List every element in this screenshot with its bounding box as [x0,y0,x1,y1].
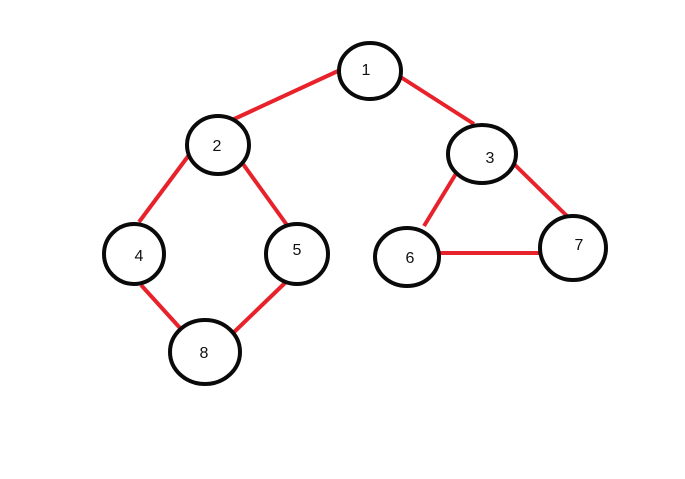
node-label: 7 [575,237,584,254]
node-label: 2 [213,138,222,155]
edge-2-4 [137,153,191,224]
node-1: 1 [337,41,403,101]
node-circle [373,226,441,288]
node-8: 8 [168,318,242,386]
edge-3-7 [511,161,570,219]
node-5: 5 [264,222,330,286]
node-circle [168,318,242,386]
node-7: 7 [538,214,608,282]
node-circle [185,114,251,176]
node-label: 6 [406,250,415,267]
node-6: 6 [373,226,441,288]
edge-3-6 [422,170,459,228]
node-circle [102,222,166,286]
nodes-layer: 1 2 3 4 5 6 7 8 [102,41,608,386]
node-label: 8 [200,345,209,362]
node-circle [446,123,518,185]
edge-2-5 [241,162,294,234]
node-4: 4 [102,222,166,286]
node-label: 3 [486,150,495,167]
node-3: 3 [446,123,518,185]
node-label: 1 [362,62,371,79]
node-2: 2 [185,114,251,176]
node-circle [538,214,608,282]
node-circle [264,222,330,286]
edge-1-3 [397,74,476,126]
node-label: 4 [135,248,144,265]
edge-5-8 [229,280,288,337]
edge-4-8 [139,283,182,330]
node-circle [337,41,403,101]
edge-1-2 [231,69,339,122]
edges-layer [137,69,570,337]
node-label: 5 [293,242,302,259]
